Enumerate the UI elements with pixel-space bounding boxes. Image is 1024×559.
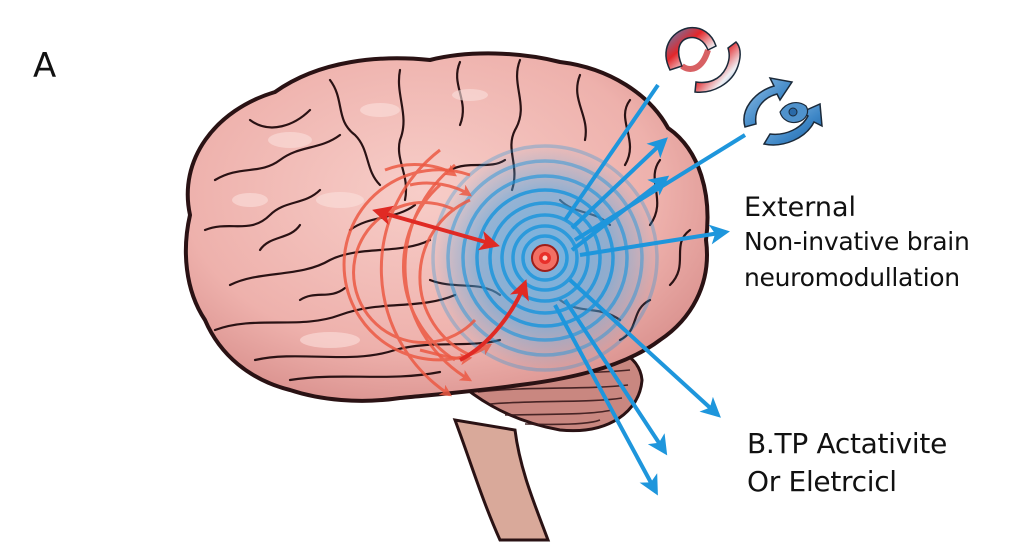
external-label-line2: Non-invative brain: [744, 227, 970, 256]
external-neuromodulation-label: External Non-invative brain neuromodulla…: [744, 192, 970, 296]
bottom-label-line1: B.TP Actativite: [747, 427, 948, 460]
external-label-line1: External: [744, 192, 857, 223]
target-core-icon: [531, 244, 559, 272]
magnet-coil-red-blue-icon: [665, 26, 741, 93]
brain-stem: [452, 418, 551, 542]
panel-label: A: [33, 46, 57, 86]
external-label-line3: neuromodullation: [744, 263, 960, 292]
blue-arrows: [553, 83, 747, 496]
blue-concentric-waves: [431, 144, 659, 372]
magnet-coil-blue-arrows-icon: [743, 76, 823, 146]
red-bidirectional-arrow: [372, 205, 500, 251]
bottom-label: B.TP Actativite Or Eletrcicl: [747, 425, 947, 501]
bottom-label-line2: Or Eletrcicl: [747, 465, 897, 498]
red-curved-arrow: [459, 279, 529, 362]
